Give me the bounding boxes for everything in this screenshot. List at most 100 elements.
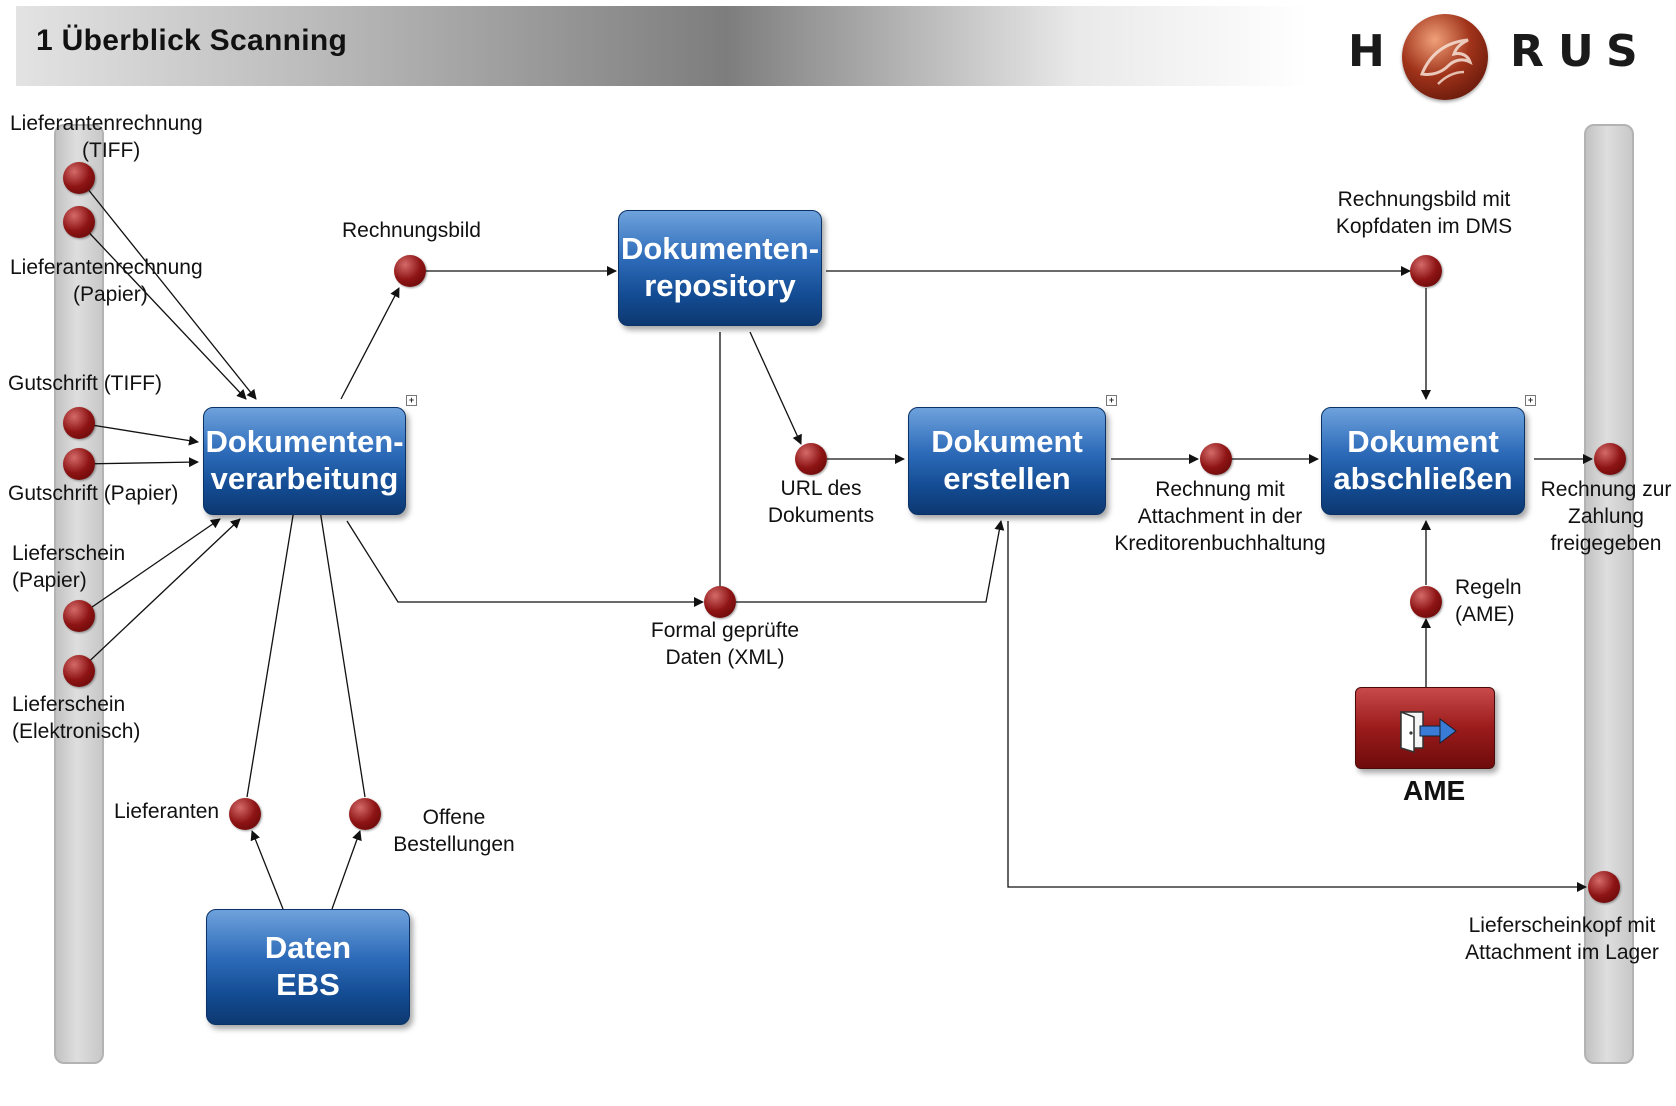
process-line-1: Dokument — [931, 424, 1083, 460]
label-line: URL des — [780, 477, 862, 500]
label-line: (Elektronisch) — [12, 720, 141, 743]
data-object-rechnungsbild[interactable] — [394, 255, 426, 287]
arrow-lief-tiff — [78, 177, 257, 400]
data-object-rechnung-attachment[interactable] — [1200, 443, 1232, 475]
expand-icon[interactable]: + — [1106, 395, 1117, 406]
logo-letter-h: H — [1348, 26, 1385, 77]
label-gut-tiff: Gutschrift (TIFF) — [8, 372, 162, 395]
process-line-1: Dokumenten- — [205, 424, 404, 460]
label-line: Attachment in der — [1137, 505, 1303, 528]
data-object-rechnung-zahlung[interactable] — [1594, 443, 1626, 475]
label-line: freigegeben — [1550, 532, 1662, 555]
data-object-lieferanten[interactable] — [229, 798, 261, 830]
label-line: Dokuments — [767, 504, 875, 527]
label-rb-kopfdaten: Rechnungsbild mit Kopfdaten im DMS — [1306, 186, 1542, 240]
label-ls-papier: Lieferschein (Papier) — [12, 540, 125, 594]
arrow-ebs-to-lieferanten — [250, 830, 284, 910]
label-line: Rechnungsbild mit — [1337, 188, 1511, 211]
label-formal: Formal geprüfte Daten (XML) — [630, 617, 820, 671]
line-offene-verarbeitung — [316, 490, 366, 798]
label-line: Zahlung — [1568, 505, 1644, 528]
header-band — [16, 6, 1308, 86]
logo-letter-r: R — [1510, 26, 1544, 77]
arrow-ls-elektronisch — [78, 518, 241, 672]
label-line: Lieferschein — [12, 693, 126, 716]
data-object-lief-tiff[interactable] — [63, 162, 95, 194]
data-object-gut-tiff[interactable] — [63, 407, 95, 439]
arrow-to-lieferscheinkopf — [1007, 521, 1587, 892]
process-dokumentenrepository[interactable]: Dokumenten-repository — [618, 210, 822, 326]
label-url: URL des Dokuments — [751, 475, 891, 529]
data-object-ls-papier[interactable] — [63, 600, 95, 632]
label-line: (AME) — [1455, 603, 1515, 626]
data-object-lief-papier[interactable] — [63, 206, 95, 238]
label-offene: Offene Bestellungen — [384, 804, 524, 858]
label-line: (Papier) — [73, 283, 148, 306]
data-object-regeln[interactable] — [1410, 586, 1442, 618]
arrow-gut-tiff — [78, 422, 199, 446]
label-line: (TIFF) — [82, 139, 141, 162]
label-line: Rechnung mit — [1155, 478, 1285, 501]
horus-logo: H R U S — [1344, 6, 1638, 102]
label-ls-elektronisch: Lieferschein (Elektronisch) — [12, 691, 140, 745]
logo-letter-s: S — [1606, 26, 1638, 77]
line-lieferanten-verarbeitung — [246, 490, 298, 798]
data-object-gut-papier[interactable] — [63, 448, 95, 480]
label-line: Lieferantenrechnung — [10, 112, 203, 135]
data-object-rb-kopfdaten[interactable] — [1410, 255, 1442, 287]
ame-label: AME — [1403, 775, 1466, 806]
label-line: Kreditorenbuchhaltung — [1114, 532, 1326, 555]
process-line-2: abschließen — [1333, 461, 1513, 496]
data-object-lieferscheinkopf[interactable] — [1588, 871, 1620, 903]
process-line-2: EBS — [276, 967, 340, 1002]
left-lane — [54, 124, 104, 1064]
arrow-to-rechnungsbild — [340, 287, 400, 400]
label-regeln: Regeln (AME) — [1455, 574, 1522, 628]
arrow-to-url — [749, 331, 802, 445]
label-lief-papier: Lieferantenrechnung (Papier) — [10, 254, 203, 308]
label-lieferanten: Lieferanten — [114, 800, 220, 823]
label-line: Lieferschein — [12, 542, 126, 565]
data-object-offene[interactable] — [349, 798, 381, 830]
label-rechnung-attachment: Rechnung mit Attachment in der Kreditore… — [1100, 476, 1340, 557]
process-line-2: repository — [644, 268, 796, 303]
data-object-ls-elektronisch[interactable] — [63, 655, 95, 687]
process-line-2: verarbeitung — [210, 461, 399, 496]
label-line: Lieferantenrechnung — [10, 256, 203, 279]
label-line: Rechnung zur — [1540, 478, 1672, 501]
label-line: Daten (XML) — [665, 646, 785, 669]
data-object-url[interactable] — [795, 443, 827, 475]
process-dokumentenverarbeitung[interactable]: + Dokumenten-verarbeitung — [203, 395, 417, 516]
label-rechnungsbild: Rechnungsbild — [342, 219, 481, 242]
page-title: 1 Überblick Scanning — [36, 24, 348, 57]
label-line: Regeln — [1455, 576, 1522, 599]
data-object-formal[interactable] — [704, 586, 736, 618]
label-line: Lieferscheinkopf mit — [1468, 914, 1656, 937]
process-line-1: Daten — [264, 930, 352, 966]
label-lief-tiff: Lieferantenrechnung (TIFF) — [10, 110, 203, 164]
ame-box[interactable] — [1355, 687, 1495, 769]
arrow-ls-papier — [78, 518, 221, 617]
expand-icon[interactable]: + — [406, 395, 417, 406]
right-lane — [1584, 124, 1634, 1064]
label-line: Kopfdaten im DMS — [1335, 215, 1513, 238]
process-line-1: Dokumenten- — [620, 231, 820, 267]
arrow-lief-papier — [78, 221, 247, 400]
label-lieferscheinkopf: Lieferscheinkopf mit Attachment im Lager — [1450, 912, 1674, 966]
label-rechnung-zahlung: Rechnung zur Zahlung freigegeben — [1536, 476, 1676, 557]
expand-icon[interactable]: + — [1525, 395, 1536, 406]
arrow-gut-papier — [78, 457, 199, 468]
arrow-formal-to-erstellen — [736, 520, 1005, 603]
logo-emblem-icon — [1402, 14, 1488, 100]
label-line: Formal geprüfte — [650, 619, 800, 642]
label-gut-papier: Gutschrift (Papier) — [8, 482, 179, 505]
arrow-to-formal — [346, 520, 704, 607]
process-line-1: Dokument — [1347, 424, 1499, 460]
label-line: Bestellungen — [393, 833, 515, 856]
process-line-2: erstellen — [943, 461, 1071, 496]
